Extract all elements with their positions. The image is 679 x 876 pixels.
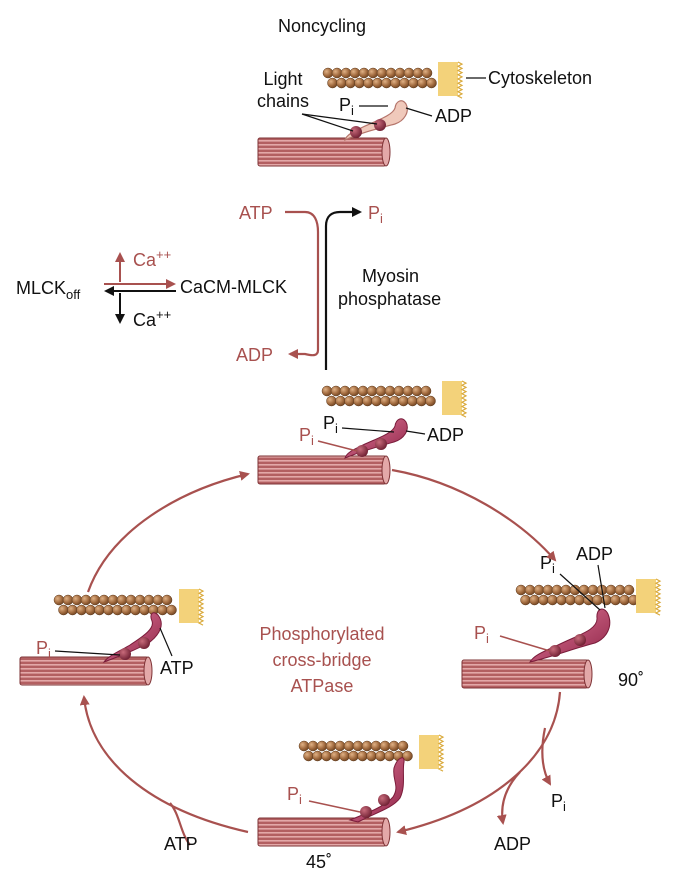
pi-label-state1-b: Pi: [299, 425, 314, 448]
actin-filament-state3: [298, 740, 413, 762]
cytoskeleton-anchor-state4: [179, 588, 205, 626]
cacm-mlck-label: CaCM-MLCK: [180, 277, 287, 297]
actin-filament-state4: [53, 594, 177, 616]
center-title-line1: Phosphorylated: [259, 624, 384, 644]
actin-filament-state1: [321, 385, 436, 407]
pi-label-state1-a: Pi: [323, 413, 338, 436]
cytoskeleton-label: Cytoskeleton: [488, 68, 592, 88]
ca-in-label: Ca++: [133, 247, 171, 270]
pi-label-state4: Pi: [36, 638, 51, 661]
cytoskeleton-anchor-state1: [442, 380, 468, 418]
myosin-filament-top: [258, 138, 386, 166]
phosphorylation-arrows: [285, 207, 362, 370]
adp-label-state2: ADP: [576, 544, 613, 564]
adp-label-release: ADP: [494, 834, 531, 854]
adp-label-top: ADP: [435, 106, 472, 126]
pi-label-state2-b: Pi: [474, 623, 489, 646]
myosin-head-state4: [102, 612, 162, 664]
myosin-phosphatase-label-2: phosphatase: [338, 289, 441, 309]
mlck-off-label: MLCKoff: [16, 278, 81, 302]
pi-label-top: Pi: [339, 95, 354, 118]
angle-90-label: 90˚: [618, 670, 644, 690]
light-chains-label-2: chains: [257, 91, 309, 111]
pi-label-state3: Pi: [287, 784, 302, 807]
noncycling-title: Noncycling: [278, 16, 366, 36]
cytoskeleton-anchor-state3: [419, 734, 445, 772]
cycle-arrows: [79, 468, 562, 846]
angle-45-label: 45˚: [306, 852, 332, 872]
atp-label-binding: ATP: [164, 834, 198, 854]
atp-label-state4: ATP: [160, 658, 194, 678]
myosin-head-state3: [348, 757, 405, 823]
myosin-filament-state1: [257, 455, 387, 485]
ca-out-label: Ca++: [133, 307, 171, 330]
myosin-head-state1: [344, 418, 408, 459]
actin-filament-top: [322, 67, 437, 89]
mlck-equilibrium-arrows: [104, 252, 176, 324]
myosin-phosphatase-label-1: Myosin: [362, 266, 419, 286]
myosin-filament-state4: [19, 656, 149, 686]
adp-label-reg: ADP: [236, 345, 273, 365]
cytoskeleton-anchor-icon: [438, 61, 464, 99]
cytoskeleton-anchor-state2: [636, 578, 662, 616]
myosin-filament-state2: [461, 659, 589, 689]
adp-label-state1: ADP: [427, 425, 464, 445]
pi-label-reg: Pi: [368, 203, 383, 226]
myosin-head-state2: [528, 608, 611, 663]
myosin-head-icon: [343, 100, 408, 142]
atp-label-reg: ATP: [239, 203, 273, 223]
center-title-line3: ATPase: [291, 676, 354, 696]
actin-filament-state2: [515, 584, 639, 606]
pi-label-release: Pi: [551, 791, 566, 814]
light-chains-label-1: Light: [263, 69, 302, 89]
center-title-line2: cross-bridge: [272, 650, 371, 670]
myosin-filament-state3: [257, 817, 387, 847]
